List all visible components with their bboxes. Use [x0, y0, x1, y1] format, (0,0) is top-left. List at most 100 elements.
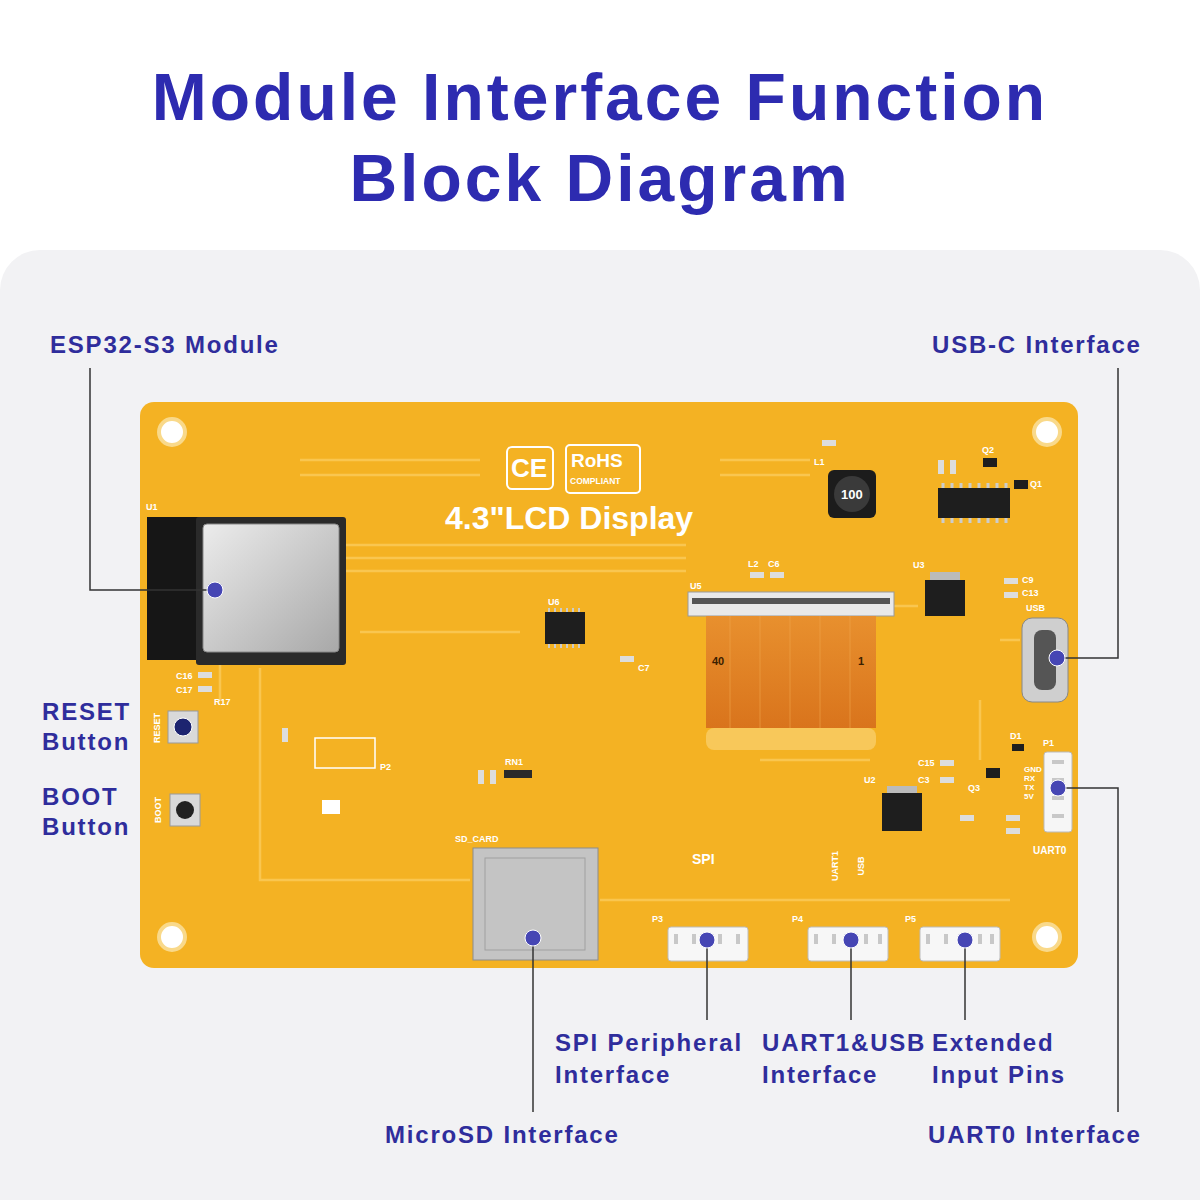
- silkscreen-text: USB: [857, 856, 866, 875]
- silkscreen-text: SPI: [692, 852, 715, 866]
- silkscreen-text: RN1: [505, 758, 523, 767]
- smd-part: [940, 760, 954, 766]
- callout-dot: [207, 582, 223, 598]
- ce-mark-box: [507, 447, 553, 489]
- cable-stripes: [730, 616, 850, 728]
- smd-part: [490, 770, 496, 784]
- silkscreen-text: C7: [638, 664, 650, 673]
- uart0-connector: [1044, 752, 1072, 832]
- silkscreen-text: C16: [176, 672, 193, 681]
- pad: [322, 800, 340, 814]
- silkscreen-text: U5: [690, 582, 702, 591]
- silkscreen-text: D1: [1010, 732, 1022, 741]
- leader-line: [706, 940, 708, 1020]
- pcb-board: [140, 402, 1078, 968]
- regulator: [882, 793, 922, 831]
- regulator-tab: [930, 572, 960, 581]
- silkscreen-text: GND: [1024, 766, 1042, 774]
- page-title: Module Interface Function Block Diagram: [100, 57, 1100, 219]
- callout-label: UART0 Interface: [928, 1120, 1142, 1150]
- smd-part: [1006, 815, 1020, 821]
- smd-part: [1004, 578, 1018, 584]
- smd-parts: [198, 440, 1024, 834]
- leader-line: [850, 940, 852, 1020]
- callout-dot: [1050, 780, 1066, 796]
- fpc-connector: [688, 592, 894, 616]
- flex-cable: [706, 616, 876, 728]
- smd-part: [1004, 592, 1018, 598]
- microsd-outline: [485, 858, 585, 950]
- smd-part: [940, 777, 954, 783]
- smd-part: [198, 672, 212, 678]
- silkscreen-text: U6: [548, 598, 560, 607]
- inductor: [828, 470, 876, 518]
- module-shield: [203, 524, 339, 652]
- silkscreen-text: USB: [1026, 604, 1045, 613]
- extended-connector: [920, 927, 1000, 961]
- background-panel: [0, 250, 1200, 1200]
- silkscreen-text: C13: [1022, 589, 1039, 598]
- usb-c-port: [1022, 618, 1068, 702]
- silkscreen-text: C9: [1022, 576, 1034, 585]
- mounting-hole: [1034, 419, 1060, 445]
- silkscreen-text: Q1: [1030, 480, 1042, 489]
- silkscreen-text: P2: [380, 763, 391, 772]
- smd-part: [198, 686, 212, 692]
- callout-dot: [699, 932, 715, 948]
- chip: [545, 612, 585, 644]
- silkscreen-text: U3: [913, 561, 925, 570]
- silkscreen-text: Q2: [982, 446, 994, 455]
- transistor: [983, 458, 997, 467]
- callout-label: MicroSD Interface: [385, 1120, 620, 1150]
- connector-slots: [676, 934, 992, 944]
- callout-label: USB-C Interface: [932, 330, 1142, 360]
- cable-slot: [706, 728, 876, 750]
- callout-dot: [525, 930, 541, 946]
- callout-label: SPI Peripheral Interface: [555, 1027, 785, 1091]
- leader-line: [90, 368, 215, 590]
- silkscreen-text: U2: [864, 776, 876, 785]
- callout-label: RESET Button: [42, 697, 142, 757]
- regulator: [925, 580, 965, 616]
- silkscreen-text: BOOT: [154, 797, 163, 823]
- silkscreen-text: UART0: [1033, 846, 1066, 856]
- leader-line: [532, 938, 534, 1112]
- silkscreen-text: C15: [918, 759, 935, 768]
- ic-pins: [943, 483, 1006, 523]
- leader-line: [1058, 788, 1118, 1112]
- boot-button-body: [170, 794, 200, 826]
- smd-part: [750, 572, 764, 578]
- callout-label: UART1&USB Interface: [762, 1027, 942, 1091]
- rohs-mark-box: [566, 445, 640, 493]
- reset-button-body: [168, 711, 198, 743]
- resistor-network: [504, 770, 532, 778]
- smd-part: [478, 770, 484, 784]
- callout-label: ESP32-S3 Module: [50, 330, 280, 360]
- silkscreen-text: P4: [792, 915, 803, 924]
- regulator-tab: [887, 786, 917, 794]
- mounting-holes: [159, 419, 1060, 950]
- smd-part: [938, 460, 944, 474]
- fpc-slot: [692, 598, 890, 604]
- smd-part: [770, 572, 784, 578]
- diode: [1012, 744, 1024, 751]
- silkscreen-text: RoHS: [571, 451, 623, 470]
- boot-button-cap: [176, 801, 194, 819]
- silkscreen-text: UART1: [831, 851, 840, 881]
- smd-part: [620, 656, 634, 662]
- ic: [938, 488, 1010, 518]
- silkscreen-text: 100: [841, 488, 863, 501]
- silkscreen-text: P3: [652, 915, 663, 924]
- callout-dot: [843, 932, 859, 948]
- antenna-area: [147, 517, 202, 660]
- silkscreen-text: C3: [918, 776, 930, 785]
- mounting-hole: [159, 924, 185, 950]
- silkscreen-text: SD_CARD: [455, 835, 499, 844]
- module-pads: [196, 517, 346, 665]
- silkscreen-text: 4.3"LCD Display: [445, 502, 693, 534]
- mounting-hole: [1034, 924, 1060, 950]
- silkscreen-text: 5V: [1024, 793, 1034, 801]
- callout-dot: [1049, 650, 1065, 666]
- reset-button-cap: [174, 718, 192, 736]
- silkscreen-text: COMPLIANT: [570, 477, 621, 486]
